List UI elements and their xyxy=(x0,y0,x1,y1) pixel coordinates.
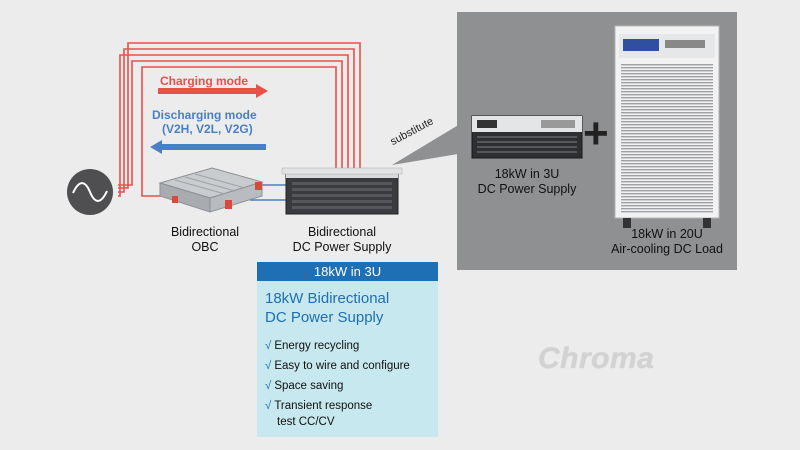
feature-item-label: Easy to wire and configure xyxy=(274,360,410,372)
feature-box-title: 18kW Bidirectional DC Power Supply xyxy=(265,289,435,327)
load-20u-caption-line2: Air-cooling DC Load xyxy=(611,242,723,256)
chroma-logo: Chroma xyxy=(538,342,655,375)
feature-item: √Transient response xyxy=(265,399,372,413)
discharging-mode-label: Discharging mode xyxy=(152,108,257,122)
capacity-bar: 18kW in 3U xyxy=(257,262,438,281)
ac-source-icon xyxy=(67,169,113,215)
feature-item-label: Space saving xyxy=(274,380,344,392)
load-20u-caption: 18kW in 20U Air-cooling DC Load xyxy=(597,227,737,257)
feature-box-title-line2: DC Power Supply xyxy=(265,309,384,326)
feature-item: √Energy recycling xyxy=(265,339,359,353)
dc-supply-caption: Bidirectional DC Power Supply xyxy=(282,225,402,255)
dc-supply-3u-icon xyxy=(471,115,583,159)
charging-arrow xyxy=(158,84,268,98)
discharging-arrow xyxy=(150,140,266,154)
plus-symbol: + xyxy=(583,109,609,158)
check-icon: √ xyxy=(265,340,272,352)
supply-3u-caption-line2: DC Power Supply xyxy=(477,182,577,196)
dc-supply-caption-line2: DC Power Supply xyxy=(292,240,392,254)
feature-item: √Easy to wire and configure xyxy=(265,359,410,373)
obc-caption: Bidirectional OBC xyxy=(155,225,255,255)
supply-3u-caption: 18kW in 3U DC Power Supply xyxy=(462,167,592,197)
obc-device-icon xyxy=(158,167,264,213)
feature-item-label: Energy recycling xyxy=(274,340,360,352)
dc-supply-caption-line1: Bidirectional xyxy=(307,225,377,239)
feature-item-label: Transient response xyxy=(274,400,373,412)
check-icon: √ xyxy=(265,400,272,412)
discharging-mode-apps: (V2H, V2L, V2G) xyxy=(162,122,253,136)
dc-load-20u-icon xyxy=(614,25,720,228)
load-20u-caption-line1: 18kW in 20U xyxy=(631,227,703,241)
feature-box: 18kW Bidirectional DC Power Supply √Ener… xyxy=(257,281,438,437)
obc-caption-line1: Bidirectional xyxy=(170,225,240,239)
charging-mode-label: Charging mode xyxy=(160,74,249,88)
dc-supply-device-icon xyxy=(281,167,403,215)
feature-item: √Space saving xyxy=(265,379,343,393)
check-icon: √ xyxy=(265,360,272,372)
comparison-panel: 18kW in 3U DC Power Supply + 18kW in 20U… xyxy=(457,12,737,270)
obc-caption-line2: OBC xyxy=(191,240,219,254)
feature-item-continuation: test CC/CV xyxy=(277,416,335,428)
substitute-callout xyxy=(392,118,470,165)
feature-box-title-line1: 18kW Bidirectional xyxy=(265,290,390,307)
supply-3u-caption-line1: 18kW in 3U xyxy=(494,167,560,181)
check-icon: √ xyxy=(265,380,272,392)
